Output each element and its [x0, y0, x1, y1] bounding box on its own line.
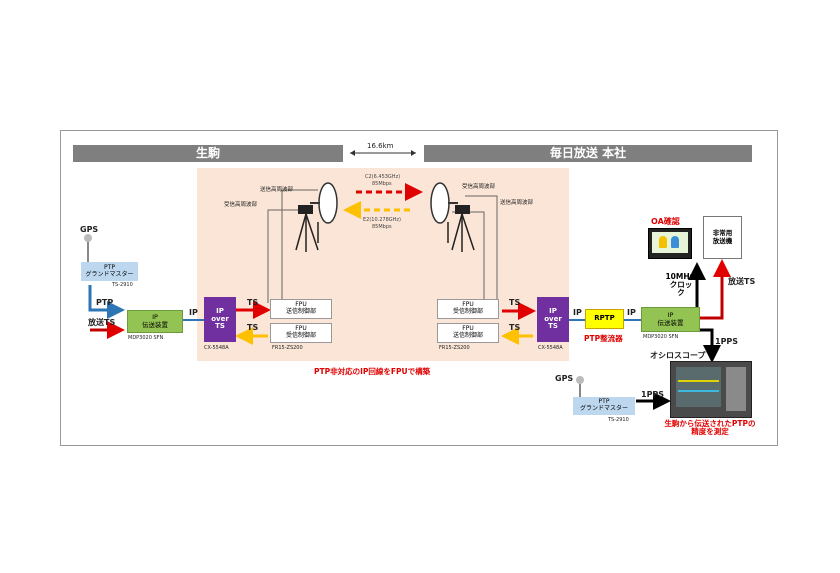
distance-label: 16.6km: [367, 142, 394, 150]
left-antenna-icon: [295, 182, 338, 252]
fpu-right-rx-l1: FPU: [462, 301, 474, 309]
emergency-transmitter: 非常用 放送機: [703, 216, 742, 259]
iot-left-l3: TS: [215, 322, 225, 331]
rptp-label: RPTP: [594, 314, 615, 323]
gps-right-icon: [576, 376, 584, 384]
ptp-gm-left-line2: グランドマスター: [85, 270, 134, 278]
ip-over-ts-left: IP over TS: [204, 297, 236, 342]
1pps-arrow-1: [700, 328, 721, 363]
oscilloscope-icon: [670, 361, 752, 418]
fpu-left-rx: FPU 受信制御部: [270, 323, 332, 343]
ip-label-left: IP: [189, 308, 198, 317]
ip-transmitter-right: IP 伝送装置: [641, 307, 700, 332]
fpu-right-tx-l1: FPU: [462, 325, 474, 333]
ptp-gm-right-line1: PTP: [598, 398, 610, 406]
fpu-right-model: FR15-ZS200: [439, 345, 470, 351]
fpu-right-rx-l2: 受信制御部: [452, 308, 483, 315]
ptp-arrow: [88, 285, 125, 319]
fpu-left-tx-l1: FPU: [295, 301, 307, 309]
header-ikoma: 生駒: [73, 145, 343, 162]
ip-tx-right-line1: IP: [667, 311, 674, 320]
broadcast-ts-left-label: 放送TS: [88, 318, 116, 327]
ip-tx-left-line2: 伝送装置: [142, 320, 168, 329]
measure-l1: 生駒から伝送されたPTPの: [664, 418, 756, 428]
fpu-right-rx: FPU 受信制御部: [437, 299, 499, 319]
ts-label-left-bottom: TS: [247, 323, 259, 332]
ts-label-right-top: TS: [509, 298, 521, 307]
header-mbs: 毎日放送 本社: [424, 145, 752, 162]
1pps-label-2: 1PPS: [641, 390, 665, 399]
measure-caption: 生駒から伝送されたPTPの 精度を測定: [650, 418, 770, 438]
e2-freq: E2(10.278GHz): [363, 217, 401, 223]
gps-right-label: GPS: [555, 374, 574, 383]
ip-label-right-2: IP: [627, 308, 636, 317]
oscilloscope-label: オシロスコープ: [650, 351, 706, 360]
fpu-left-model: FR15-ZS200: [272, 345, 303, 351]
ip-tx-right-model: MDP3020 SFN: [643, 334, 679, 340]
right-antenna-tx-label: 送信高周波部: [500, 200, 534, 206]
iot-right-model: CX-5548A: [538, 345, 563, 351]
ptp-gm-left-model: TS-2910: [112, 282, 133, 288]
c2-rate: 85Mbps: [372, 181, 392, 187]
measure-l2: 精度を測定: [691, 427, 729, 436]
clock-l2: クロック: [669, 279, 693, 298]
gps-left-icon: [84, 234, 92, 242]
center-caption-text: PTP非対応のIP回線をFPUで構築: [314, 367, 431, 376]
ip-tx-left-line1: IP: [152, 313, 158, 322]
ptp-gm-left-line1: PTP: [104, 263, 115, 271]
iot-right-l2: over: [544, 314, 562, 323]
ts-label-left-top: TS: [247, 298, 259, 307]
fpu-left-rx-l1: FPU: [295, 325, 307, 333]
ptp-arrow-label: PTP: [96, 298, 114, 307]
1pps-label-1: 1PPS: [715, 337, 739, 346]
right-antenna-rx-label: 受信高周波部: [462, 184, 496, 190]
ptp-gm-right-line2: グランドマスター: [579, 405, 628, 412]
gps-left-label: GPS: [80, 225, 99, 234]
iot-right-l1: IP: [549, 306, 557, 315]
ip-label-right-1: IP: [573, 308, 582, 317]
iot-left-l1: IP: [216, 306, 224, 315]
right-antenna-icon: [430, 182, 475, 252]
iot-left-l2: over: [211, 314, 229, 323]
tv-monitor-icon: [648, 228, 692, 259]
iot-left-model: CX-5548A: [204, 345, 229, 351]
clock-label: 10MHz クロック: [665, 271, 694, 298]
ip-over-ts-right: IP over TS: [537, 297, 569, 342]
ptp-grandmaster-left: PTP グランドマスター: [81, 262, 138, 281]
iot-right-l3: TS: [548, 322, 558, 331]
fpu-left-tx-l2: 送信制御部: [285, 308, 316, 315]
ip-tx-left-model: MDP3020 SFN: [128, 335, 164, 341]
ptp-grandmaster-right: PTP グランドマスター: [573, 397, 635, 415]
e2-rate: 85Mbps: [372, 224, 392, 230]
ptp-gm-right-model: TS-2910: [608, 417, 629, 423]
rptp-box: RPTP: [585, 309, 624, 329]
ip-tx-right-line2: 伝送装置: [657, 318, 684, 327]
broadcast-ts-right-label: 放送TS: [728, 277, 756, 286]
broadcast-ts-arrow-right: [700, 259, 731, 320]
oa-check-label: OA確認: [651, 217, 680, 226]
center-caption: PTP非対応のIP回線をFPUで構築: [314, 350, 708, 376]
emergency-l2: 放送機: [712, 236, 733, 245]
left-antenna-tx-label: 送信高周波部: [260, 187, 294, 193]
fpu-right-tx-l2: 送信制御部: [452, 332, 483, 339]
rptp-caption: PTP整流器: [584, 334, 623, 343]
c2-freq: C2(6.453GHz): [365, 174, 401, 180]
ip-transmitter-left: IP 伝送装置: [127, 310, 183, 333]
ts-label-right-bottom: TS: [509, 323, 521, 332]
fpu-right-tx: FPU 送信制御部: [437, 323, 499, 343]
clock-l1: 10MHz: [665, 271, 694, 281]
fpu-left-rx-l2: 受信制御部: [285, 332, 316, 339]
left-antenna-rx-label: 受信高周波部: [224, 202, 258, 208]
emergency-l1: 非常用: [712, 229, 733, 238]
fpu-left-tx: FPU 送信制御部: [270, 299, 332, 319]
